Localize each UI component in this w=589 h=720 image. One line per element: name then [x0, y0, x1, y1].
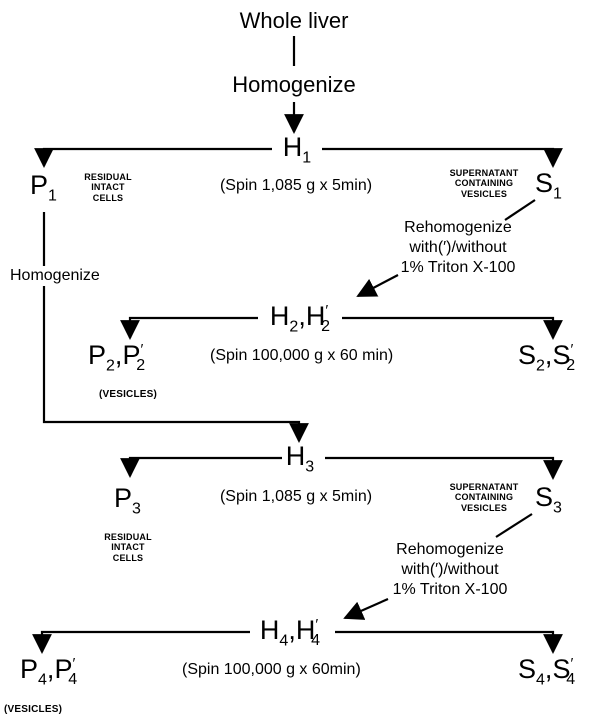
- arrow-rehomogenize-to-h4: [343, 597, 389, 620]
- node-p3: P3: [114, 483, 141, 518]
- arrow-h3-to-p3: [120, 456, 282, 478]
- node-h1: H1: [282, 132, 312, 167]
- line-s3-to-rehomogenize: [495, 513, 533, 538]
- node-p4: P4,P′4: [20, 654, 78, 689]
- node-h4: H4,H′4: [259, 615, 321, 650]
- arrow-h2-to-s2: [342, 316, 563, 340]
- s1-note-supernatant-vesicles: SUPERNATANT CONTAINING VESICLES: [449, 168, 519, 199]
- whole-liver-label: Whole liver: [239, 8, 349, 33]
- node-s4: S4,S′4: [518, 654, 576, 689]
- p2-note-vesicles: (VESICLES): [98, 389, 158, 400]
- rehomogenize-note-1: Rehomogenize with(′)/without 1% Triton X…: [400, 219, 516, 276]
- node-s2: S2,S′2: [518, 340, 576, 375]
- p4-note-vesicles: (VESICLES): [4, 704, 63, 715]
- spin-label-1: (Spin 1,085 g x 5min): [219, 177, 373, 194]
- node-h2: H2,H′2: [269, 301, 331, 336]
- node-s3: S3: [535, 482, 562, 517]
- rehomogenize-note-3: Rehomogenize with(′)/without 1% Triton X…: [392, 541, 508, 598]
- p3-note-residual-intact-cells: RESIDUAL INTACT CELLS: [104, 532, 152, 563]
- arrow-h4-to-p4: [32, 630, 250, 654]
- arrow-h1-to-s1: [322, 147, 563, 168]
- arrow-h2-to-p2: [120, 316, 258, 340]
- spin-label-2: (Spin 100,000 g x 60 min): [210, 347, 394, 364]
- arrow-h3-to-s3: [325, 456, 563, 480]
- p1-note-residual-intact-cells: RESIDUAL INTACT CELLS: [84, 172, 132, 203]
- arrow-p1-to-h3: [42, 212, 309, 443]
- homogenize-side-label: Homogenize: [10, 266, 100, 286]
- node-s1: S1: [535, 168, 562, 203]
- node-p2: P2,P′2: [88, 340, 146, 375]
- homogenize-label: Homogenize: [232, 72, 356, 97]
- arrow-h4-to-s4: [335, 630, 563, 654]
- spin-label-3: (Spin 1,085 g x 5min): [219, 488, 373, 505]
- s3-note-supernatant-vesicles: SUPERNATANT CONTAINING VESICLES: [449, 482, 519, 513]
- spin-label-4: (Spin 100,000 g x 60min): [182, 661, 361, 678]
- node-p1: P1: [30, 170, 57, 205]
- arrow-rehomogenize-to-h2: [356, 274, 399, 297]
- arrow-h1-to-p1: [34, 147, 272, 168]
- node-h3: H3: [285, 441, 315, 476]
- line-s1-to-rehomogenize: [504, 199, 536, 221]
